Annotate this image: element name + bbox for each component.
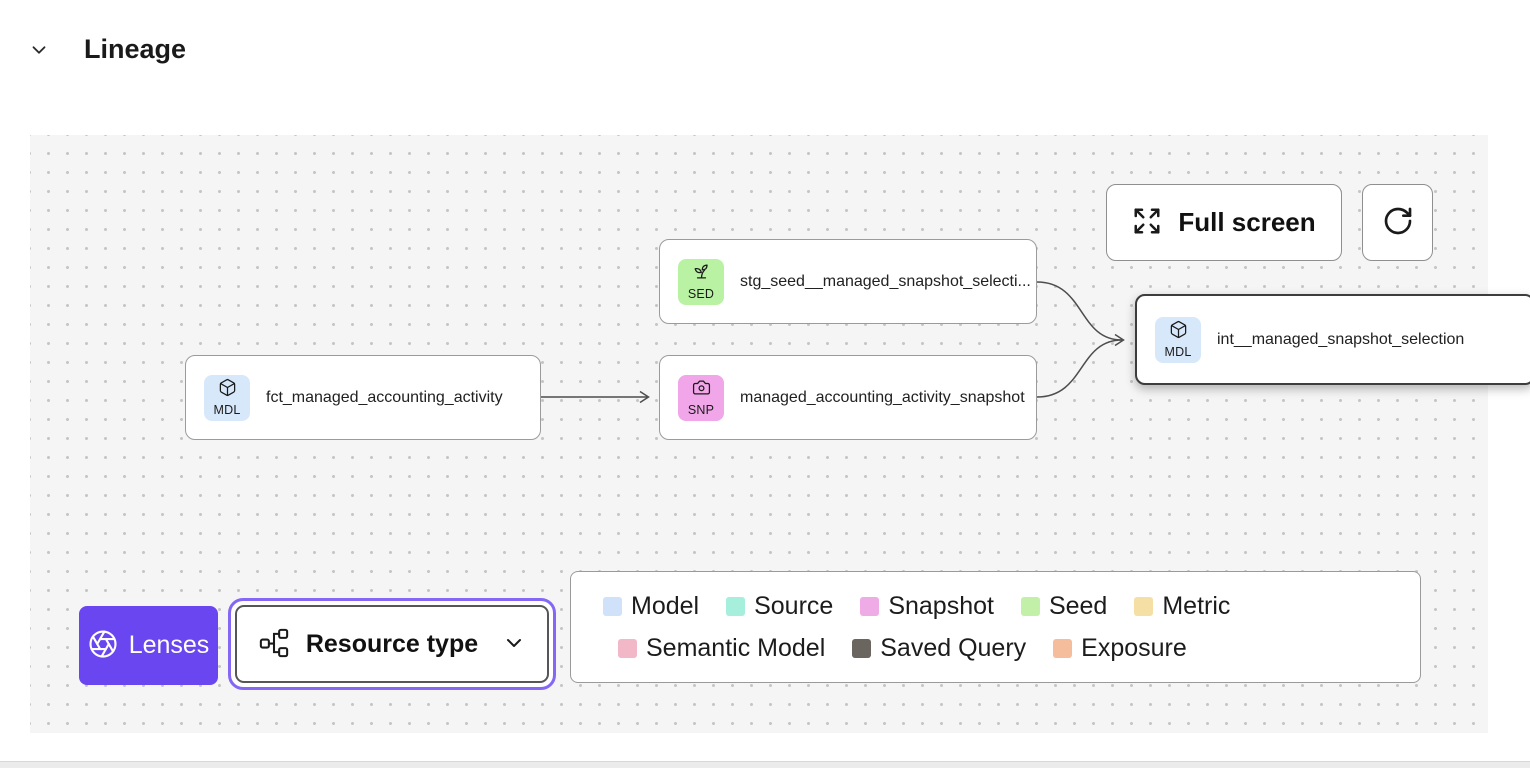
source-swatch (726, 597, 745, 616)
node-type-code: SNP (688, 403, 714, 417)
node-label: managed_accounting_activity_snapshot (740, 389, 1025, 407)
model-badge: MDL (1155, 317, 1201, 363)
lineage-header: Lineage (0, 0, 1530, 100)
node-type-code: MDL (1165, 345, 1192, 359)
legend-item-source: Source (726, 592, 833, 621)
chevron-down-icon (28, 39, 50, 64)
sprout-icon (692, 262, 711, 286)
seed-badge: SED (678, 259, 724, 305)
snapshot-badge: SNP (678, 375, 724, 421)
semantic-model-swatch (618, 639, 637, 658)
expand-icon (1132, 206, 1162, 239)
legend: Model Source Snapshot Seed Metric S (570, 571, 1421, 683)
legend-item-exposure: Exposure (1053, 634, 1187, 663)
collapse-section-button[interactable] (26, 38, 52, 64)
legend-item-semantic-model: Semantic Model (618, 634, 825, 663)
metric-swatch (1134, 597, 1153, 616)
legend-item-snapshot: Snapshot (860, 592, 994, 621)
lenses-label: Lenses (129, 631, 210, 660)
lineage-node-fct[interactable]: MDL fct_managed_accounting_activity (185, 355, 541, 440)
full-screen-button[interactable]: Full screen (1106, 184, 1342, 261)
lenses-button[interactable]: Lenses (79, 606, 218, 685)
lineage-canvas[interactable]: SED stg_seed__managed_snapshot_selecti..… (30, 135, 1488, 733)
bottom-divider (0, 761, 1530, 768)
snapshot-swatch (860, 597, 879, 616)
resource-type-label: Resource type (306, 630, 478, 659)
node-type-code: MDL (214, 403, 241, 417)
cube-icon (218, 378, 237, 402)
node-label: stg_seed__managed_snapshot_selecti... (740, 273, 1031, 291)
page-title: Lineage (84, 34, 186, 65)
edge-arrowhead-snapshot (640, 392, 649, 403)
model-badge: MDL (204, 375, 250, 421)
legend-row-2: Semantic Model Saved Query Exposure (618, 634, 1388, 663)
cube-icon (1169, 320, 1188, 344)
resource-type-focus-ring: Resource type (228, 598, 556, 690)
model-swatch (603, 597, 622, 616)
node-type-code: SED (688, 287, 714, 301)
resource-type-dropdown[interactable]: Resource type (235, 605, 549, 683)
node-label: int__managed_snapshot_selection (1217, 331, 1464, 349)
legend-item-saved-query: Saved Query (852, 634, 1026, 663)
seed-swatch (1021, 597, 1040, 616)
refresh-icon (1382, 205, 1414, 240)
lineage-node-stg-seed[interactable]: SED stg_seed__managed_snapshot_selecti..… (659, 239, 1037, 324)
saved-query-swatch (852, 639, 871, 658)
exposure-swatch (1053, 639, 1072, 658)
lineage-node-snapshot[interactable]: SNP managed_accounting_activity_snapshot (659, 355, 1037, 440)
legend-item-model: Model (603, 592, 699, 621)
camera-icon (692, 378, 711, 402)
legend-item-metric: Metric (1134, 592, 1230, 621)
graph-icon (258, 627, 290, 662)
aperture-icon (88, 629, 118, 662)
node-label: fct_managed_accounting_activity (266, 389, 503, 407)
refresh-button[interactable] (1362, 184, 1433, 261)
lineage-node-int-selected[interactable]: MDL int__managed_snapshot_selection (1135, 294, 1530, 385)
legend-row-1: Model Source Snapshot Seed Metric (603, 592, 1388, 621)
edge-arrowhead-int (1115, 335, 1124, 346)
edge-sed-to-int (1037, 282, 1122, 340)
legend-item-seed: Seed (1021, 592, 1107, 621)
edge-snapshot-to-int (1037, 340, 1122, 397)
chevron-down-icon (494, 631, 526, 658)
full-screen-label: Full screen (1178, 207, 1315, 238)
